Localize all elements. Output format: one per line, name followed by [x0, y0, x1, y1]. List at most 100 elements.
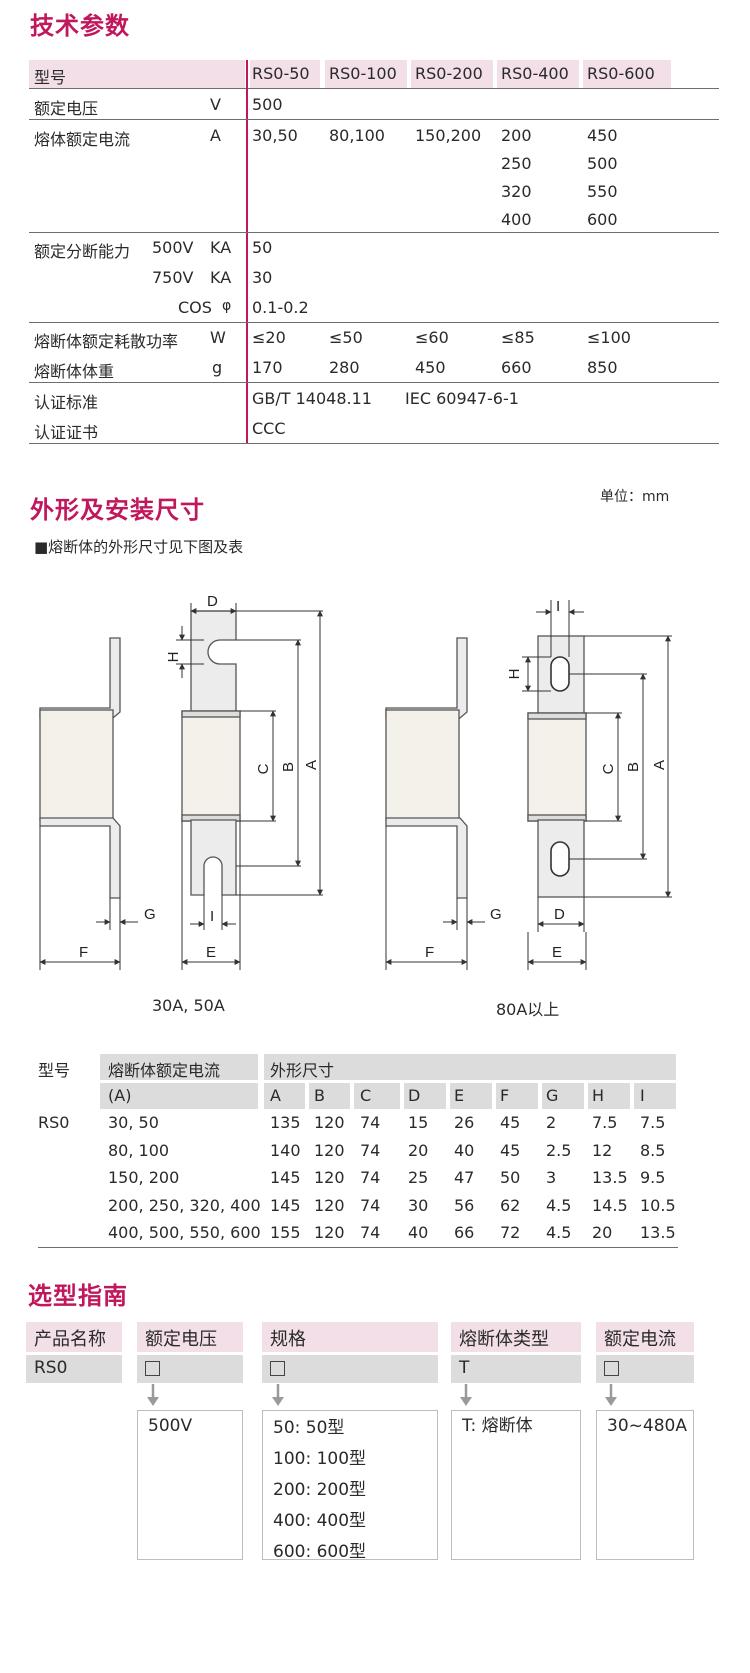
- arrow-down-icon: [605, 1384, 617, 1406]
- dims-cell-i: 7.5: [640, 1113, 666, 1132]
- svg-text:F: F: [425, 944, 434, 961]
- svg-text:H: H: [506, 669, 523, 680]
- dim-label-b: B: [280, 762, 297, 772]
- dims-cell-d: 20: [408, 1140, 429, 1160]
- dims-cell-a: 145: [270, 1195, 301, 1215]
- dim-label-i: I: [210, 908, 214, 925]
- model-rs0-200: RS0-200: [415, 64, 483, 83]
- spec-header-label: 型号: [34, 68, 67, 87]
- dims-cell-g: 2: [546, 1113, 557, 1132]
- spec-option: 100: 100型: [273, 1449, 367, 1469]
- dims-cell-g: 3: [546, 1168, 557, 1187]
- dims-cell-g: 4.5: [546, 1195, 572, 1215]
- unit-note: 单位：mm: [600, 489, 670, 505]
- power-label: 熔断体额定耗散功率: [34, 332, 179, 351]
- breaking-capacity-label: 额定分断能力: [34, 242, 131, 261]
- dims-cell-a: 145: [270, 1168, 301, 1187]
- dims-cell-c: 74: [360, 1223, 381, 1242]
- dims-cell-i: 13.5: [640, 1223, 676, 1242]
- rated-voltage-value: 500: [252, 95, 283, 114]
- type-options-box: T: 熔断体: [451, 1410, 581, 1560]
- shape-bullet: ■熔断体的外形尺寸见下图及表: [34, 538, 244, 556]
- spec-title: 技术参数: [30, 12, 130, 40]
- dim-label-f: F: [79, 944, 88, 961]
- dims-row-current: 200, 250, 320, 400: [108, 1195, 261, 1215]
- svg-text:I: I: [556, 598, 560, 615]
- dims-cell-b: 120: [314, 1113, 345, 1132]
- dims-cell-c: 74: [360, 1168, 381, 1187]
- dims-cell-d: 40: [408, 1223, 429, 1242]
- dims-cell-a: 155: [270, 1223, 301, 1242]
- arrow-down-icon: [147, 1384, 159, 1406]
- sel-header-current: 额定电流: [596, 1322, 694, 1352]
- spec-option: 200: 200型: [273, 1480, 367, 1500]
- dims-cell-f: 45: [500, 1113, 521, 1132]
- spec-option: 50: 50型: [273, 1418, 345, 1438]
- dims-cell-c: 74: [360, 1113, 381, 1132]
- dims-cell-g: 4.5: [546, 1223, 572, 1242]
- dims-row-current: 80, 100: [108, 1140, 170, 1160]
- dims-cell-i: 9.5: [640, 1168, 666, 1187]
- arrow-down-icon: [460, 1384, 472, 1406]
- selection-title: 选型指南: [28, 1282, 128, 1310]
- dims-header-current: 熔断体额定电流: [108, 1061, 221, 1080]
- rated-voltage-label: 额定电压: [34, 99, 99, 118]
- dims-cell-g: 2.5: [546, 1140, 572, 1160]
- fuse-current-label: 熔体额定电流: [34, 130, 131, 149]
- dims-cell-d: 30: [408, 1195, 429, 1215]
- voltage-options-box: 500V: [137, 1410, 243, 1560]
- model-rs0-600: RS0-600: [587, 64, 655, 83]
- dims-cell-h: 14.5: [592, 1195, 628, 1215]
- dims-cell-b: 120: [314, 1195, 345, 1215]
- fuse-drawing: D H A B C G I F E I H A B C G D F E: [39, 593, 672, 970]
- dims-row-current: 30, 50: [108, 1113, 159, 1132]
- sel-type-value: T: [451, 1355, 581, 1383]
- svg-text:G: G: [490, 906, 502, 923]
- dims-cell-c: 74: [360, 1140, 381, 1160]
- svg-text:D: D: [554, 906, 565, 923]
- dims-model-rs0: RS0: [38, 1113, 70, 1132]
- dim-label-c: C: [255, 763, 272, 774]
- dims-cell-b: 120: [314, 1223, 345, 1242]
- dims-cell-b: 120: [314, 1168, 345, 1187]
- sel-product-value: RS0: [26, 1355, 122, 1383]
- sel-header-voltage: 额定电压: [137, 1322, 243, 1352]
- dims-cell-e: 66: [454, 1223, 475, 1242]
- dims-row-current: 150, 200: [108, 1168, 180, 1187]
- dims-cell-i: 10.5: [640, 1195, 676, 1215]
- caption-right: 80A以上: [496, 1000, 560, 1019]
- spec-option: 400: 400型: [273, 1511, 367, 1531]
- dim-label-e: E: [206, 944, 216, 961]
- dims-cell-f: 62: [500, 1195, 521, 1215]
- standard-label: 认证标准: [34, 393, 99, 412]
- dims-cell-d: 15: [408, 1113, 429, 1132]
- svg-text:A: A: [651, 760, 668, 770]
- model-rs0-100: RS0-100: [329, 64, 397, 83]
- sel-header-spec: 规格: [262, 1322, 438, 1352]
- spec-options-box: 50: 50型 100: 100型 200: 200型 400: 400型 60…: [262, 1410, 438, 1562]
- spec-divider: [246, 60, 248, 444]
- model-rs0-400: RS0-400: [501, 64, 569, 83]
- dims-header-model: 型号: [38, 1061, 71, 1080]
- cert-label: 认证证书: [34, 423, 99, 442]
- svg-text:C: C: [600, 763, 617, 774]
- shape-title: 外形及安装尺寸: [30, 496, 205, 524]
- current-option: 30~480A: [607, 1416, 687, 1436]
- spec-option: 600: 600型: [273, 1542, 367, 1562]
- dims-cell-h: 12: [592, 1140, 613, 1160]
- dims-cell-h: 20: [592, 1223, 613, 1242]
- sel-header-type: 熔断体类型: [451, 1322, 581, 1352]
- dims-cell-a: 135: [270, 1113, 301, 1132]
- caption-left: 30A, 50A: [152, 996, 225, 1015]
- dims-cell-e: 56: [454, 1195, 475, 1215]
- dims-cell-d: 25: [408, 1168, 429, 1187]
- dims-cell-e: 26: [454, 1113, 475, 1132]
- weight-label: 熔断体体重: [34, 362, 115, 381]
- dims-cell-h: 7.5: [592, 1113, 618, 1132]
- dims-cell-a: 140: [270, 1140, 301, 1160]
- dims-cell-i: 8.5: [640, 1140, 666, 1160]
- sel-voltage-slot: [137, 1355, 243, 1383]
- dims-cell-f: 45: [500, 1140, 521, 1160]
- dim-label-d: D: [207, 593, 218, 610]
- dims-cell-f: 50: [500, 1168, 521, 1187]
